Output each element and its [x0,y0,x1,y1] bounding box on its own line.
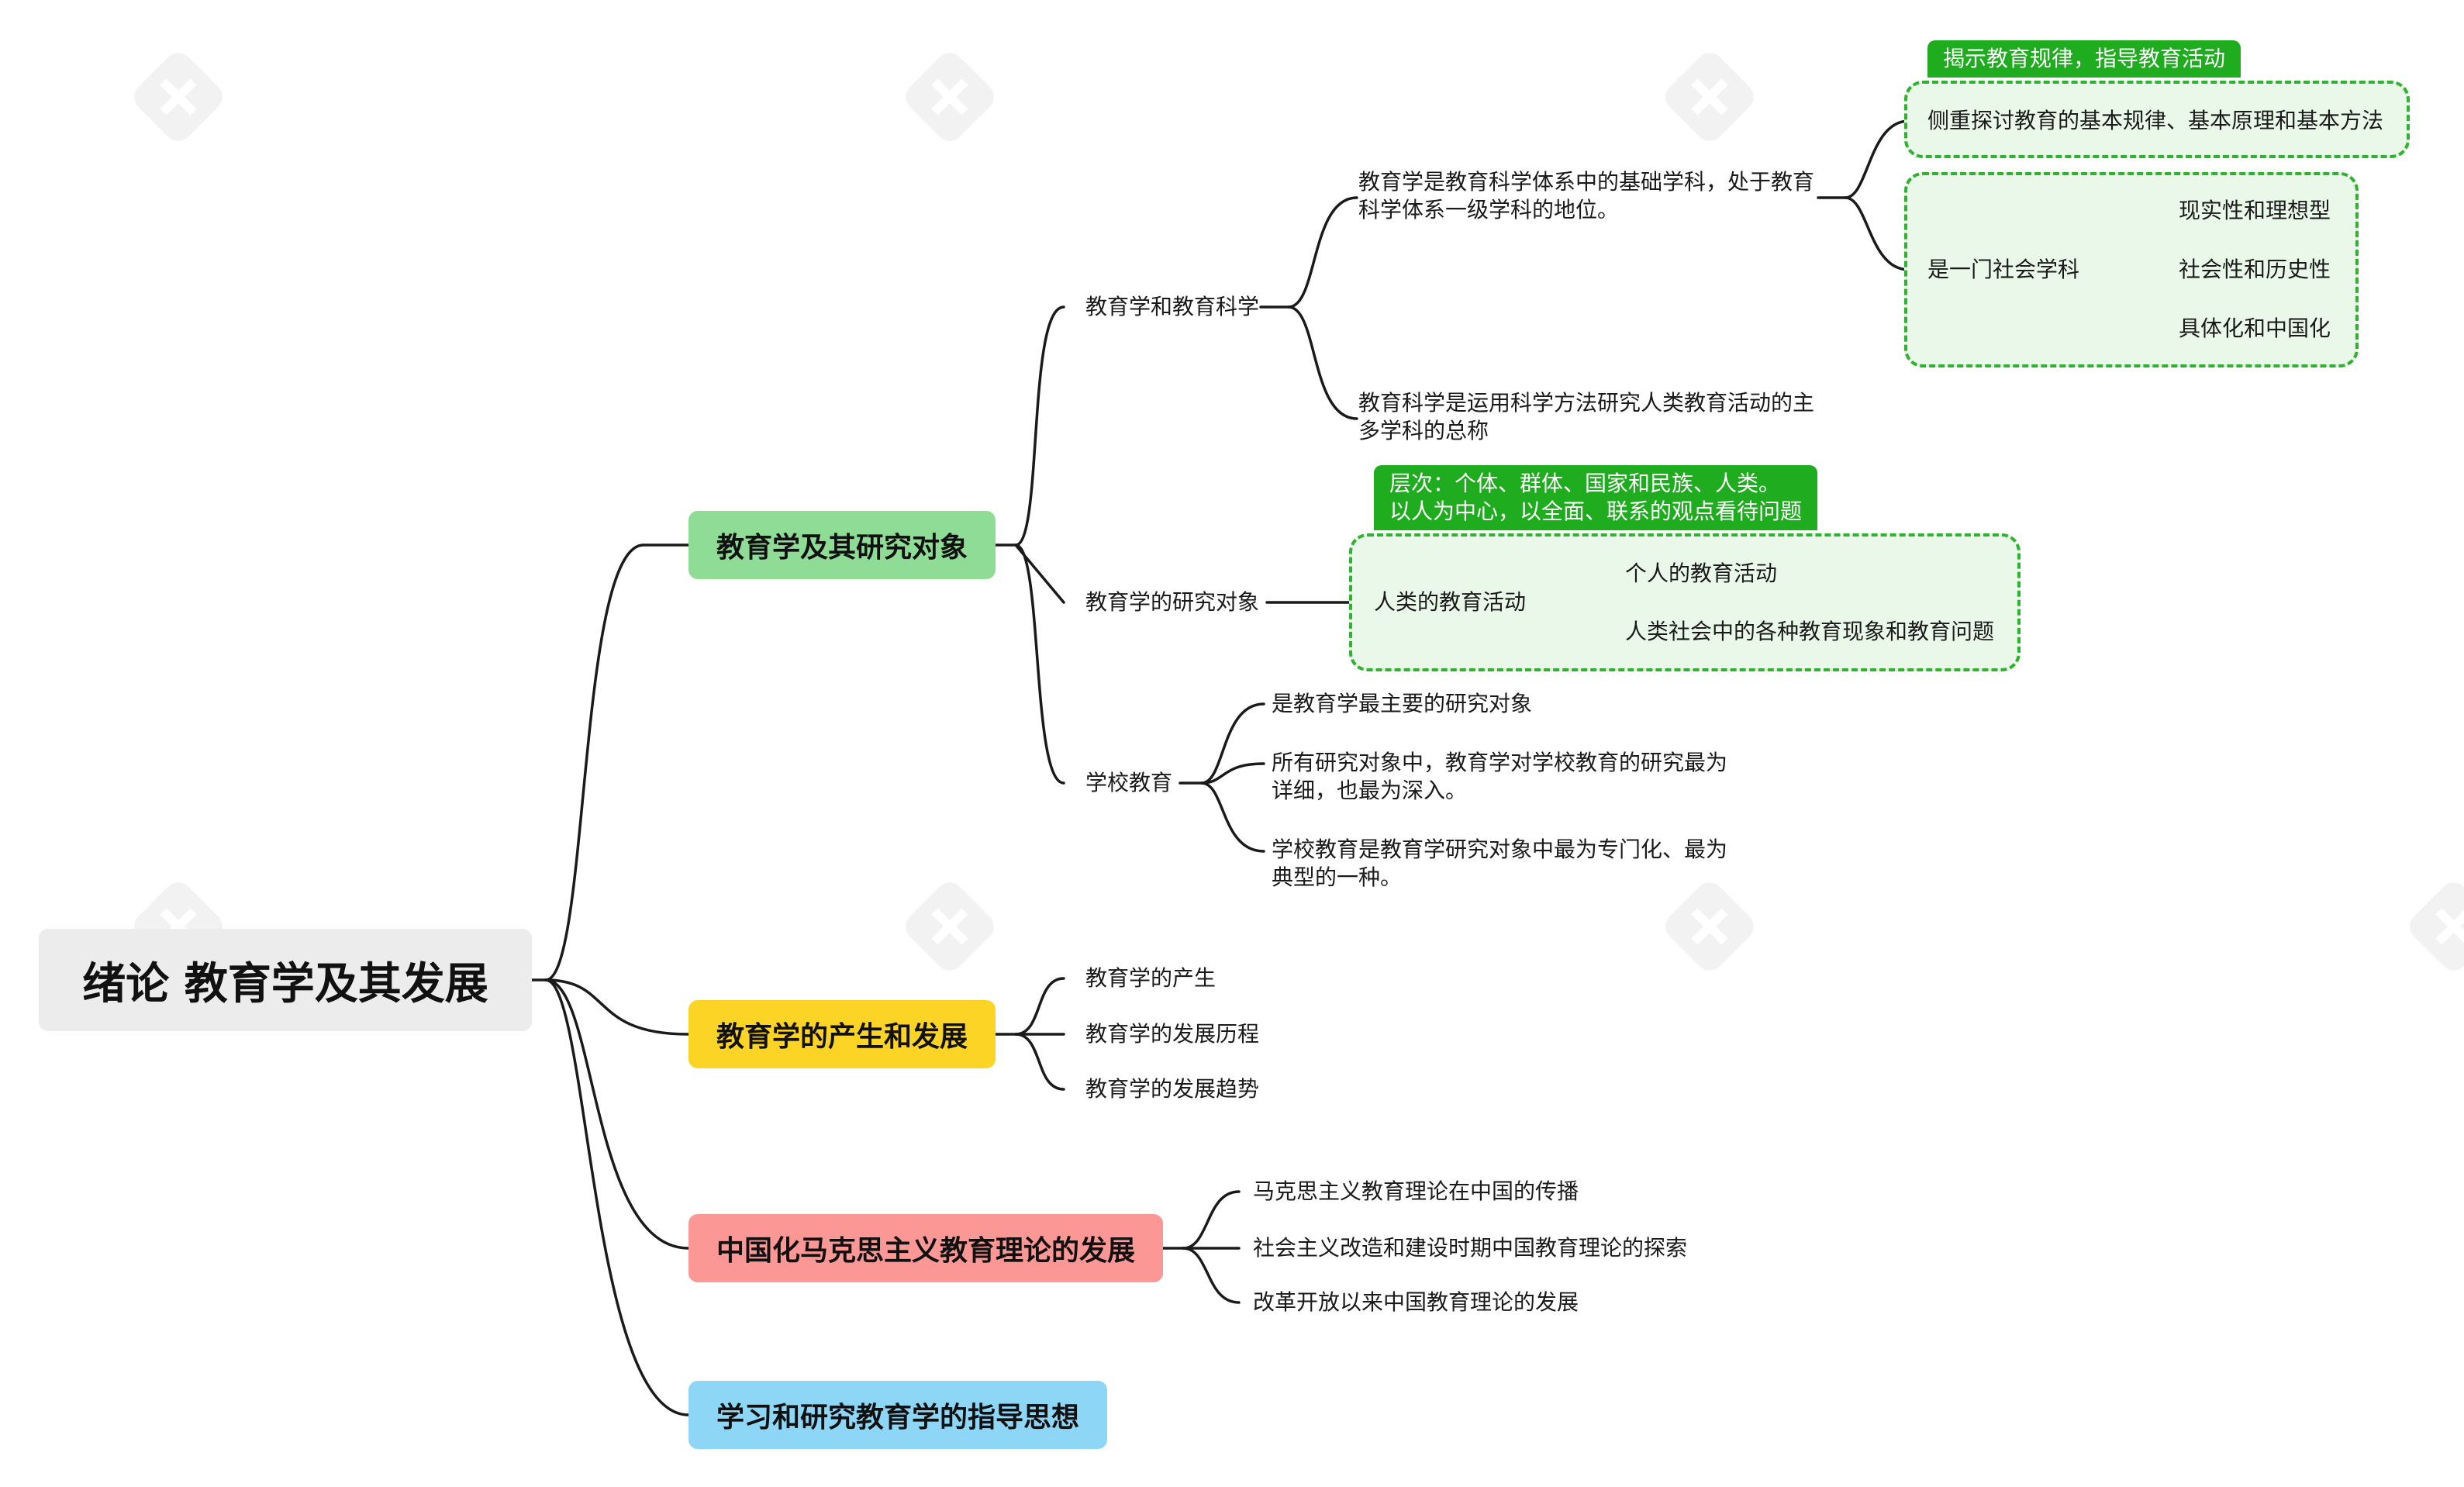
detail-line: 典型的一种。 [1272,864,1403,890]
boundary-box-human-education [1349,533,2021,671]
detail-individual-education[interactable]: 个人的教育活动 [1625,561,1778,586]
detail-line: 教育学是教育科学体系中的基础学科，处于教育 [1358,169,1815,195]
callout-education-law[interactable]: 揭示教育规律，指导教育活动 [1927,40,2241,78]
detail-reality-ideal[interactable]: 现实性和理想型 [2179,198,2331,223]
detail-social-historical[interactable]: 社会性和历史性 [2179,257,2331,282]
boundary-box-methods [1904,81,2410,158]
branch-origin-development[interactable]: 教育学的产生和发展 [688,1000,996,1068]
xmind-watermark-icon [1665,882,1754,971]
subtopic-research-object[interactable]: 教育学的研究对象 [1085,589,1260,615]
branch-marxist-theory[interactable]: 中国化马克思主义教育理论的发展 [688,1214,1163,1282]
callout-line: 层次：个体、群体、国家和民族、人类。 [1389,471,1781,496]
branch-guiding-ideology[interactable]: 学习和研究教育学的指导思想 [688,1381,1107,1449]
detail-human-education[interactable]: 人类的教育活动 [1374,589,1527,615]
detail-most-detailed[interactable]: 所有研究对象中，教育学对学校教育的研究最为 详细，也最为深入。 [1272,749,1727,805]
boundary-box-social-science [1904,172,2359,367]
xmind-watermark-icon [2410,882,2464,971]
callout-line: 以人为中心，以全面、联系的观点看待问题 [1389,499,1803,524]
detail-line: 多学科的总称 [1358,418,1489,443]
detail-line: 教育科学是运用科学方法研究人类教育活动的主 [1358,390,1815,416]
detail-line: 所有研究对象中，教育学对学校教育的研究最为 [1272,750,1728,775]
detail-most-specialized[interactable]: 学校教育是教育学研究对象中最为专门化、最为 典型的一种。 [1272,836,1727,892]
subtopic-school-education[interactable]: 学校教育 [1085,770,1173,795]
detail-education-science[interactable]: 教育科学是运用科学方法研究人类教育活动的主 多学科的总称 [1358,389,1814,445]
subtopic-spread[interactable]: 马克思主义教育理论在中国的传播 [1253,1178,1579,1204]
subtopic-pedagogy-and-science[interactable]: 教育学和教育科学 [1085,294,1260,319]
xmind-watermark-icon [906,53,994,141]
subtopic-trend[interactable]: 教育学的发展趋势 [1085,1076,1260,1102]
detail-line: 详细，也最为深入。 [1272,778,1468,803]
detail-concrete-chinese[interactable]: 具体化和中国化 [2179,316,2331,341]
detail-line: 科学体系一级学科的地位。 [1358,197,1620,223]
xmind-watermark-icon [906,882,994,971]
xmind-watermark-icon [1665,53,1754,141]
detail-line: 学校教育是教育学研究对象中最为专门化、最为 [1272,837,1728,862]
detail-social-phenomena[interactable]: 人类社会中的各种教育现象和教育问题 [1625,619,1995,644]
subtopic-exploration[interactable]: 社会主义改造和建设时期中国教育理论的探索 [1253,1235,1688,1261]
detail-main-object[interactable]: 是教育学最主要的研究对象 [1272,691,1533,716]
subtopic-reform[interactable]: 改革开放以来中国教育理论的发展 [1253,1289,1579,1315]
subtopic-history[interactable]: 教育学的发展历程 [1085,1021,1260,1047]
branch-research-object[interactable]: 教育学及其研究对象 [688,511,996,579]
detail-basic-discipline[interactable]: 教育学是教育科学体系中的基础学科，处于教育 科学体系一级学科的地位。 [1358,168,1814,224]
root-topic[interactable]: 绪论 教育学及其发展 [39,929,532,1031]
detail-basic-methods[interactable]: 侧重探讨教育的基本规律、基本原理和基本方法 [1927,108,2384,133]
callout-levels[interactable]: 层次：个体、群体、国家和民族、人类。 以人为中心，以全面、联系的观点看待问题 [1374,465,1818,530]
detail-social-science[interactable]: 是一门社会学科 [1927,257,2080,282]
xmind-watermark-icon [134,53,223,141]
subtopic-origin[interactable]: 教育学的产生 [1085,965,1216,991]
